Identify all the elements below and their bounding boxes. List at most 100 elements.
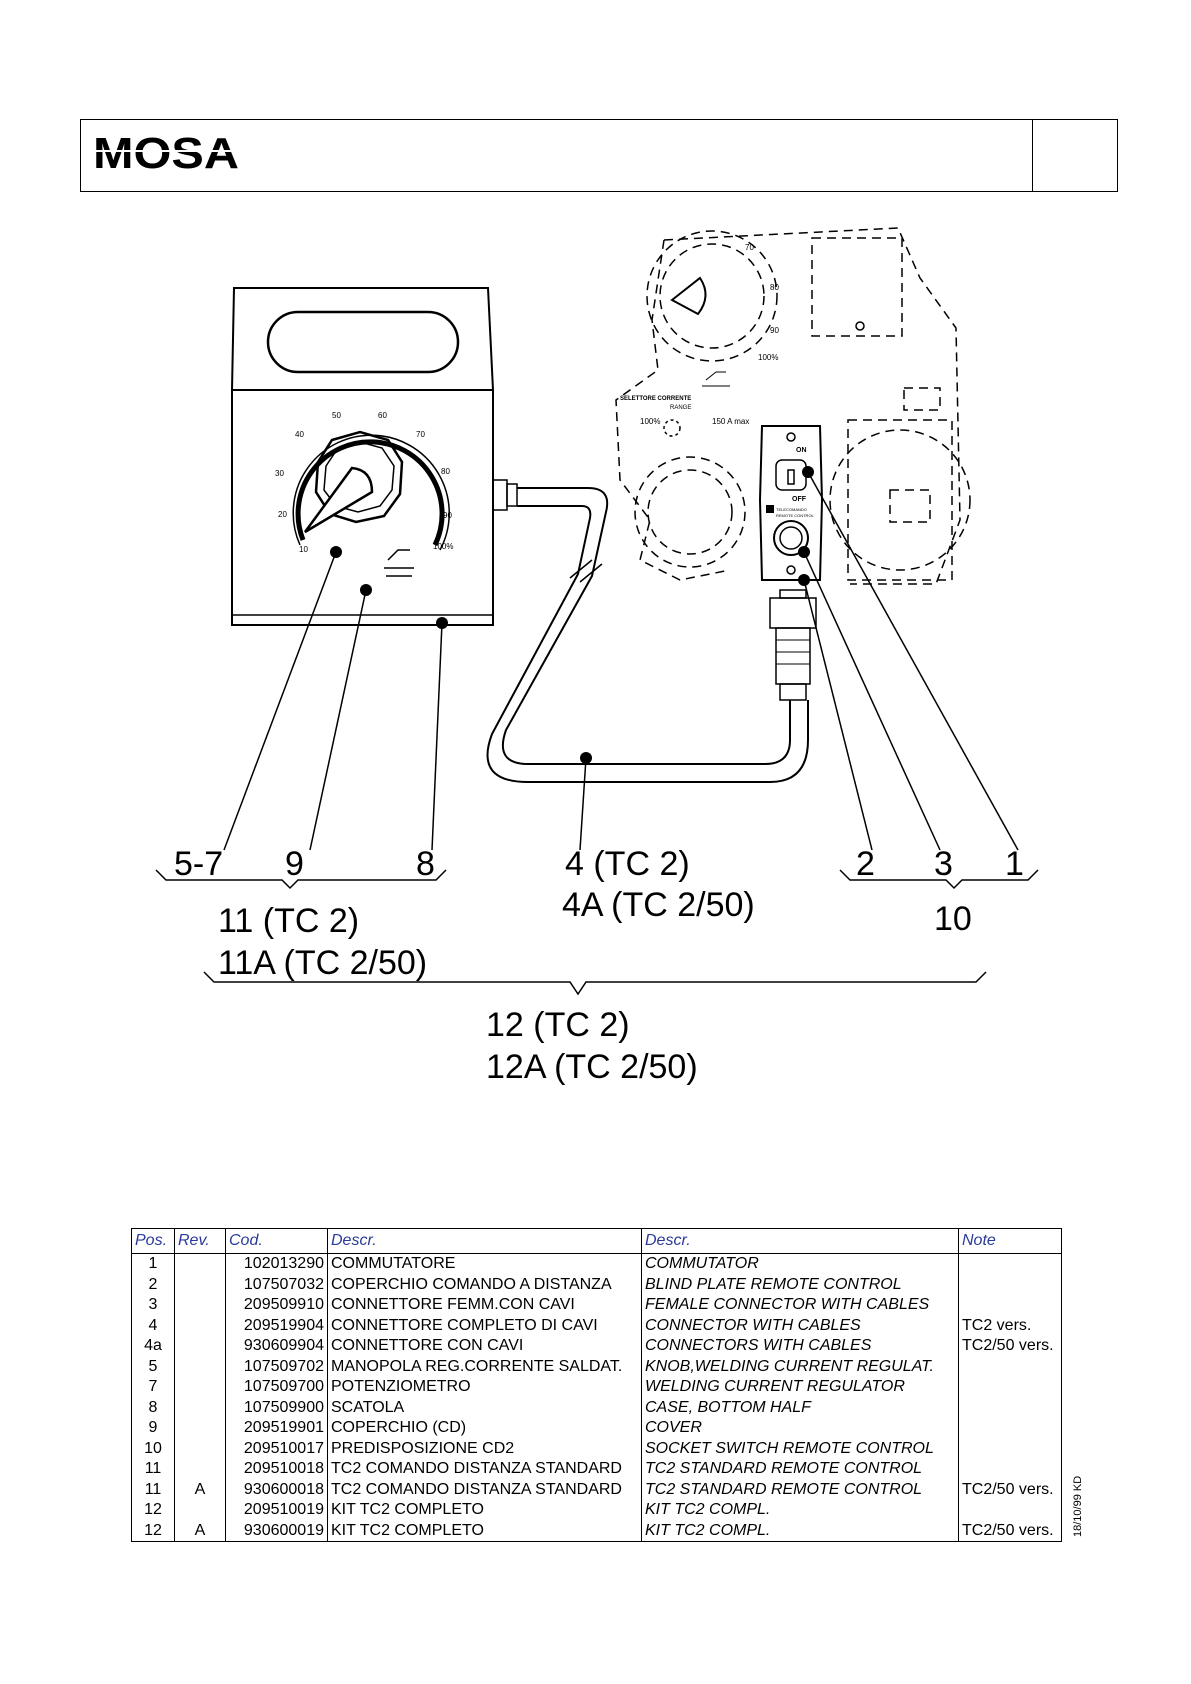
- table-cell: 209509910: [225, 1295, 328, 1316]
- svg-text:TELECOMANDO: TELECOMANDO: [776, 507, 807, 512]
- svg-text:70: 70: [745, 243, 754, 252]
- svg-text:100%: 100%: [640, 417, 660, 426]
- svg-text:80: 80: [770, 283, 779, 292]
- remote-control-box: [231, 287, 518, 626]
- col-rev: Rev.: [174, 1228, 226, 1254]
- leader-lines: [223, 471, 1019, 851]
- table-cell: 8: [131, 1397, 175, 1418]
- col-pos: Pos.: [131, 1228, 175, 1254]
- table-cell: [958, 1438, 1062, 1459]
- svg-text:90: 90: [770, 326, 779, 335]
- table-cell: [174, 1459, 226, 1480]
- svg-text:RANGE: RANGE: [670, 405, 691, 411]
- callout-1: 1: [1005, 845, 1024, 883]
- table-cell: [174, 1397, 226, 1418]
- svg-text:SELETTORE CORRENTE: SELETTORE CORRENTE: [620, 396, 691, 402]
- svg-text:100%: 100%: [758, 353, 778, 362]
- svg-text:150 A max: 150 A max: [712, 417, 749, 426]
- callout-4: 4 (TC 2): [565, 845, 690, 883]
- svg-text:70: 70: [416, 430, 425, 439]
- table-cell: CONNETTORE FEMM.CON CAVI: [327, 1295, 642, 1316]
- svg-text:10: 10: [299, 545, 308, 554]
- svg-text:30: 30: [275, 469, 284, 478]
- table-cell: COPERCHIO COMANDO A DISTANZA: [327, 1274, 642, 1295]
- table-cell: CONNETTORE CON CAVI: [327, 1336, 642, 1357]
- exploded-diagram: 10 20 30 40 50 60 70 80 90 100%: [155, 227, 1039, 996]
- brace-12: [203, 971, 987, 996]
- table-cell: TC2/50 vers.: [958, 1336, 1062, 1357]
- header-box: MOSA: [80, 119, 1118, 192]
- table-cell: FEMALE CONNECTOR WITH CABLES: [641, 1295, 959, 1316]
- dial-scale: 10 20 30 40 50 60 70 80 90 100%: [275, 411, 453, 554]
- table-cell: 107509702: [225, 1356, 328, 1377]
- table-cell: COMMUTATORE: [327, 1253, 642, 1275]
- table-cell: PREDISPOSIZIONE CD2: [327, 1438, 642, 1459]
- svg-text:ON: ON: [796, 447, 807, 454]
- table-cell: COMMUTATOR: [641, 1253, 959, 1275]
- svg-text:90: 90: [443, 511, 452, 520]
- callout-11a: 11A (TC 2/50): [218, 944, 428, 982]
- table-cell: MANOPOLA REG.CORRENTE SALDAT.: [327, 1356, 642, 1377]
- table-cell: [958, 1459, 1062, 1480]
- table-cell: COPERCHIO (CD): [327, 1418, 642, 1439]
- table-cell: 1: [131, 1253, 175, 1275]
- table-cell: 4: [131, 1315, 175, 1336]
- callout-11: 11 (TC 2): [218, 902, 360, 940]
- logo-text: MOSA: [93, 130, 239, 174]
- table-cell: [174, 1356, 226, 1377]
- svg-text:100%: 100%: [433, 542, 453, 551]
- table-cell: KIT TC2 COMPL.: [641, 1500, 959, 1521]
- table-cell: 107509700: [225, 1377, 328, 1398]
- table-cell: 107507032: [225, 1274, 328, 1295]
- table-cell: [174, 1377, 226, 1398]
- table-cell: POTENZIOMETRO: [327, 1377, 642, 1398]
- table-cell: [958, 1377, 1062, 1398]
- table-cell: SOCKET SWITCH REMOTE CONTROL: [641, 1438, 959, 1459]
- table-cell: 209519904: [225, 1315, 328, 1336]
- table-cell: TC2 COMANDO DISTANZA STANDARD: [327, 1479, 642, 1500]
- table-cell: TC2 vers.: [958, 1315, 1062, 1336]
- mosa-logo: MOSA: [91, 129, 241, 179]
- table-cell: CONNECTORS WITH CABLES: [641, 1336, 959, 1357]
- table-cell: [174, 1295, 226, 1316]
- table-cell: 930600019: [225, 1520, 328, 1542]
- table-cell: COVER: [641, 1418, 959, 1439]
- mosa-logo-mark: MOSA: [91, 129, 241, 178]
- table-cell: [958, 1418, 1062, 1439]
- date-stamp: 18/10/99 KD: [1072, 1475, 1084, 1537]
- callout-3: 3: [934, 845, 953, 883]
- brace-10: [839, 869, 1039, 890]
- table-cell: 4a: [131, 1336, 175, 1357]
- table-cell: TC2 COMANDO DISTANZA STANDARD: [327, 1459, 642, 1480]
- callout-4a: 4A (TC 2/50): [562, 886, 755, 924]
- table-cell: TC2 STANDARD REMOTE CONTROL: [641, 1459, 959, 1480]
- table-cell: CASE, BOTTOM HALF: [641, 1397, 959, 1418]
- generator-panel: [615, 227, 971, 585]
- carry-handle-slot: [266, 310, 460, 374]
- callout-12a: 12A (TC 2/50): [486, 1048, 698, 1086]
- table-cell: 11: [131, 1479, 175, 1500]
- table-cell: [174, 1315, 226, 1336]
- callout-8: 8: [416, 845, 435, 883]
- callout-2: 2: [856, 845, 875, 883]
- table-cell: 10: [131, 1438, 175, 1459]
- svg-text:40: 40: [295, 430, 304, 439]
- table-cell: TC2/50 vers.: [958, 1479, 1062, 1500]
- table-cell: [174, 1500, 226, 1521]
- svg-text:REMOTE CONTROL: REMOTE CONTROL: [776, 513, 815, 518]
- table-cell: [958, 1295, 1062, 1316]
- table-cell: 930600018: [225, 1479, 328, 1500]
- callout-9: 9: [285, 845, 304, 883]
- table-cell: 3: [131, 1295, 175, 1316]
